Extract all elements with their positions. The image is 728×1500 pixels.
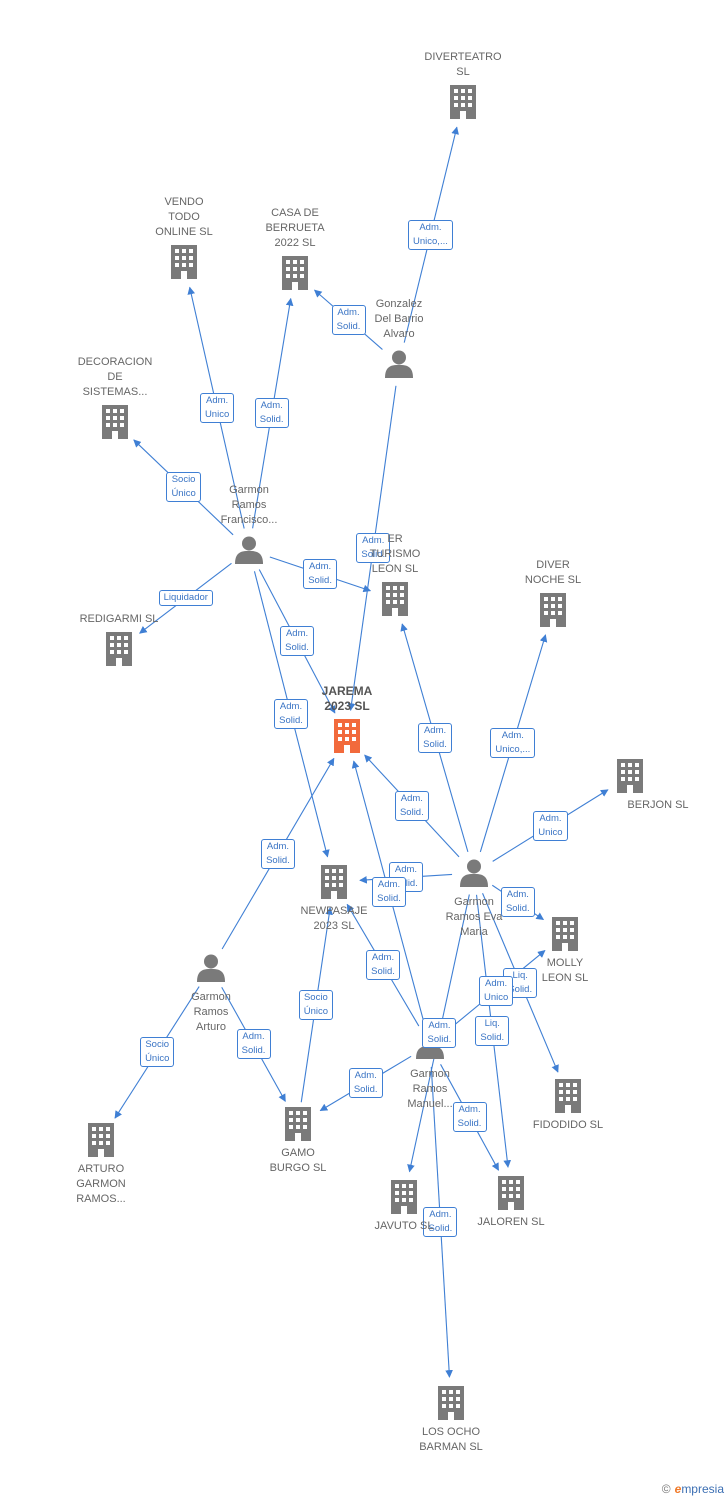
node-newpasaje[interactable] xyxy=(321,865,347,899)
person-icon[interactable] xyxy=(197,954,225,982)
node-label-decoracion[interactable]: DECORACION DE SISTEMAS... xyxy=(77,356,153,398)
building-icon[interactable] xyxy=(102,405,128,439)
building-icon[interactable] xyxy=(540,593,566,627)
edge-label[interactable]: Adm. Solid. xyxy=(500,887,535,918)
node-javuto[interactable] xyxy=(391,1180,417,1214)
building-icon[interactable] xyxy=(617,759,643,793)
edge-label[interactable]: Socio Único xyxy=(140,1037,175,1068)
edge-label[interactable]: Adm. Solid. xyxy=(394,790,429,821)
edge-label[interactable]: Adm. Solid. xyxy=(236,1029,271,1060)
edge-label[interactable]: Adm. Solid. xyxy=(280,626,315,657)
building-icon[interactable] xyxy=(334,719,360,753)
edge-label[interactable]: Socio Único xyxy=(166,472,201,503)
node-francisco[interactable] xyxy=(235,536,263,564)
brand-logo-e: e xyxy=(674,1482,682,1496)
node-berjon[interactable] xyxy=(617,759,643,793)
person-icon[interactable] xyxy=(460,859,488,887)
building-icon[interactable] xyxy=(555,1079,581,1113)
edge-label[interactable]: Adm. Solid. xyxy=(423,1207,458,1237)
brand-footer: ©empresia xyxy=(662,1482,724,1496)
node-decoracion[interactable] xyxy=(102,405,128,439)
node-label-arturogarmon[interactable]: ARTURO GARMON RAMOS... xyxy=(76,1163,126,1205)
node-label-losocho[interactable]: LOS OCHO BARMAN SL xyxy=(419,1426,483,1453)
edge-label[interactable]: Liquidador xyxy=(158,590,213,607)
node-label-fidodido[interactable]: FIDODIDO SL xyxy=(532,1119,604,1131)
edge-label[interactable]: Adm. Solid. xyxy=(303,558,338,589)
person-icon[interactable] xyxy=(235,536,263,564)
node-label-jarema[interactable]: JAREMA 2023 SL xyxy=(321,684,373,713)
edge-label[interactable]: Adm. Solid. xyxy=(422,1018,457,1049)
node-mollyleon[interactable] xyxy=(552,917,578,951)
edge-label[interactable]: Adm. Unico,... xyxy=(490,728,536,759)
node-label-arturo[interactable]: Garmon Ramos Arturo xyxy=(191,991,231,1033)
node-label-gamoburgo[interactable]: GAMO BURGO SL xyxy=(269,1147,327,1174)
building-icon[interactable] xyxy=(106,632,132,666)
brand-logo-text: mpresia xyxy=(681,1482,724,1496)
person-icon[interactable] xyxy=(385,350,413,378)
node-label-javuto[interactable]: JAVUTO SL xyxy=(374,1220,434,1232)
copyright-icon: © xyxy=(661,1482,671,1496)
edge-label[interactable]: Adm. Solid. xyxy=(348,1068,383,1099)
edge-label[interactable]: Adm. Solid. xyxy=(260,838,295,869)
node-label-diverteatro[interactable]: DIVERTEATRO SL xyxy=(424,51,502,78)
node-vendo[interactable] xyxy=(171,245,197,279)
node-jaloren[interactable] xyxy=(498,1176,524,1210)
node-diverturismo[interactable] xyxy=(382,582,408,616)
building-icon[interactable] xyxy=(391,1180,417,1214)
edge-label[interactable]: Adm. Unico xyxy=(478,975,514,1006)
node-losocho[interactable] xyxy=(438,1386,464,1420)
node-label-redigarmi[interactable]: REDIGARMI SL xyxy=(79,613,159,625)
edge-label[interactable]: Liq. Solid. xyxy=(475,1016,510,1046)
node-label-mollyleon[interactable]: MOLLY LEON SL xyxy=(541,957,589,984)
edge-label[interactable]: Adm. Unico xyxy=(533,810,568,841)
node-label-eva[interactable]: Garmon Ramos Eva Maria xyxy=(445,896,503,938)
node-fidodido[interactable] xyxy=(555,1079,581,1113)
building-icon[interactable] xyxy=(498,1176,524,1210)
building-icon[interactable] xyxy=(382,582,408,616)
building-icon[interactable] xyxy=(438,1386,464,1420)
building-icon[interactable] xyxy=(171,245,197,279)
node-eva[interactable] xyxy=(460,859,488,887)
node-label-gonzalez[interactable]: Gonzalez Del Barrio Alvaro xyxy=(374,298,424,340)
edge-label[interactable]: Adm. Solid. xyxy=(331,304,366,335)
edge-label[interactable]: Adm. Solid. xyxy=(254,398,289,429)
node-gamoburgo[interactable] xyxy=(285,1107,311,1141)
node-label-diverturismo[interactable]: ER TURISMO LEON SL xyxy=(369,533,421,575)
edge-label[interactable]: Adm. Solid. xyxy=(418,722,453,753)
node-jarema[interactable] xyxy=(334,719,360,753)
node-gonzalez[interactable] xyxy=(385,350,413,378)
node-divernoche[interactable] xyxy=(540,593,566,627)
edge-label[interactable]: Adm. Solid. xyxy=(452,1102,487,1133)
node-label-newpasaje[interactable]: NEWPASAJE 2023 SL xyxy=(300,905,368,932)
edge-label[interactable]: Adm. Solid. xyxy=(366,950,400,981)
node-label-vendo[interactable]: VENDO TODO ONLINE SL xyxy=(155,196,213,238)
node-redigarmi[interactable] xyxy=(106,632,132,666)
building-icon[interactable] xyxy=(285,1107,311,1141)
node-diverteatro[interactable] xyxy=(450,85,476,119)
building-icon[interactable] xyxy=(321,865,347,899)
building-icon[interactable] xyxy=(282,256,308,290)
node-arturogarmon[interactable] xyxy=(88,1123,114,1157)
building-icon[interactable] xyxy=(552,917,578,951)
node-label-berjon[interactable]: BERJON SL xyxy=(627,799,689,811)
node-label-casaberrueta[interactable]: CASA DE BERRUETA 2022 SL xyxy=(265,207,325,249)
edge-label[interactable]: Adm. Solid. xyxy=(372,877,407,908)
edge-label[interactable]: Adm. Unico xyxy=(199,392,235,423)
building-icon[interactable] xyxy=(88,1123,114,1157)
edge-label[interactable]: Adm. Unico,... xyxy=(408,219,453,250)
node-casaberrueta[interactable] xyxy=(282,256,308,290)
node-label-manuel[interactable]: Garmon Ramos Manuel... xyxy=(407,1068,453,1110)
node-label-jaloren[interactable]: JALOREN SL xyxy=(477,1216,545,1228)
node-label-divernoche[interactable]: DIVER NOCHE SL xyxy=(524,559,582,586)
edge-label[interactable]: Socio Único xyxy=(298,989,333,1020)
edge-label[interactable]: Adm. Solid. xyxy=(356,533,391,564)
edge-label[interactable]: Adm. Solid. xyxy=(274,699,308,730)
node-label-francisco[interactable]: Garmon Ramos Francisco... xyxy=(220,484,278,526)
node-arturo[interactable] xyxy=(197,954,225,982)
building-icon[interactable] xyxy=(450,85,476,119)
